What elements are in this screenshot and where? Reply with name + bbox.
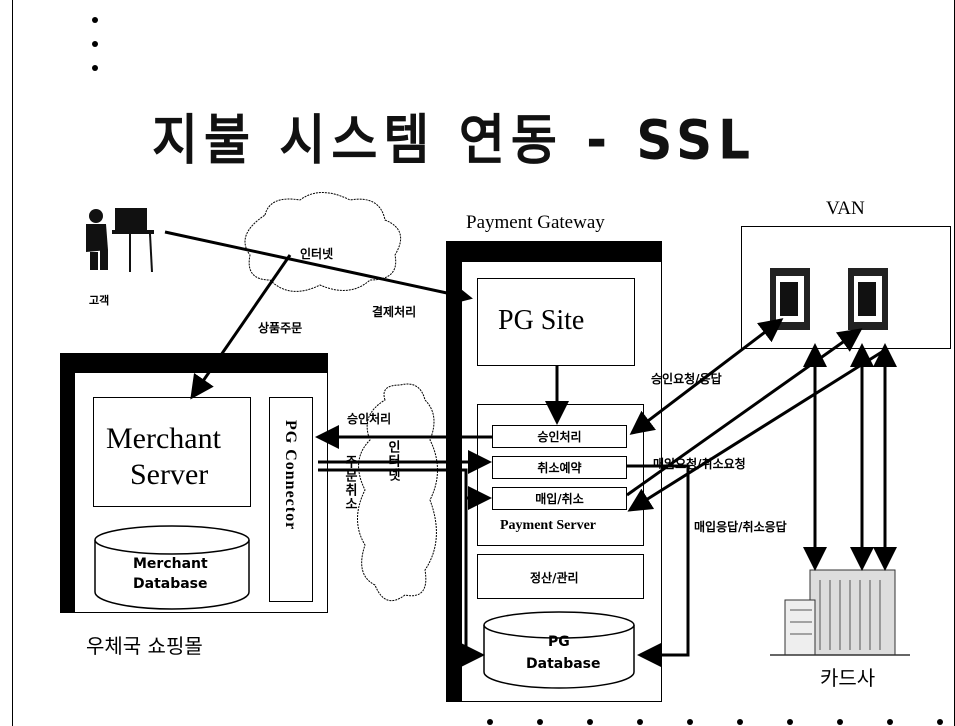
pg-connector-box (269, 397, 313, 602)
purchase-request-label: 매입요청/취소요청 (653, 457, 746, 471)
settlement-box (477, 554, 644, 599)
merchant-server-box (93, 397, 251, 507)
merchant-db-label-2: Database (133, 576, 208, 592)
bullet-dot (92, 65, 98, 71)
approval-request-response-label: 승인요청/응답 (651, 372, 722, 386)
merchant-server-label-1: Merchant (106, 422, 221, 455)
card-company-label: 카드사 (820, 666, 876, 690)
approval-process-box: 승인처리 (492, 425, 627, 448)
purchase-cancel-box: 매입/취소 (492, 487, 627, 510)
order-cancel-label: 주문취소 (342, 455, 357, 511)
page-title: 지불 시스템 연동 - SSL (152, 108, 757, 172)
bullet-dot (92, 41, 98, 47)
approval-process-label: 승인처리 (347, 412, 392, 426)
bullet-dot (92, 17, 98, 23)
van-label: VAN (826, 198, 865, 219)
settlement-label: 정산/관리 (530, 571, 579, 585)
merchant-store-name: 우체국 쇼핑몰 (86, 634, 203, 658)
purchase-response-label: 매입응답/취소응답 (694, 520, 787, 534)
order-label: 상품주문 (258, 321, 303, 335)
internet-label-middle: 인터넷 (385, 440, 400, 482)
payment-process-label: 결제처리 (372, 305, 417, 319)
payment-server-label: Payment Server (500, 518, 597, 533)
internet-label-top: 인터넷 (300, 247, 334, 261)
cancel-reserve-text: 취소예약 (537, 461, 582, 475)
merchant-db-label-1: Merchant (133, 556, 208, 572)
approval-process-text: 승인처리 (537, 430, 582, 444)
pg-db-label-1: PG (548, 634, 570, 650)
customer-label: 고객 (89, 294, 110, 307)
pg-site-label: PG Site (498, 305, 585, 336)
purchase-cancel-text: 매입/취소 (535, 492, 584, 506)
merchant-server-label-2: Server (130, 458, 209, 491)
pg-site-box (477, 278, 635, 366)
pg-header: Payment Gateway (466, 212, 605, 233)
pg-connector-label: PG Connector (282, 420, 299, 531)
pg-db-label-2: Database (526, 656, 601, 672)
cancel-reserve-box: 취소예약 (492, 456, 627, 479)
